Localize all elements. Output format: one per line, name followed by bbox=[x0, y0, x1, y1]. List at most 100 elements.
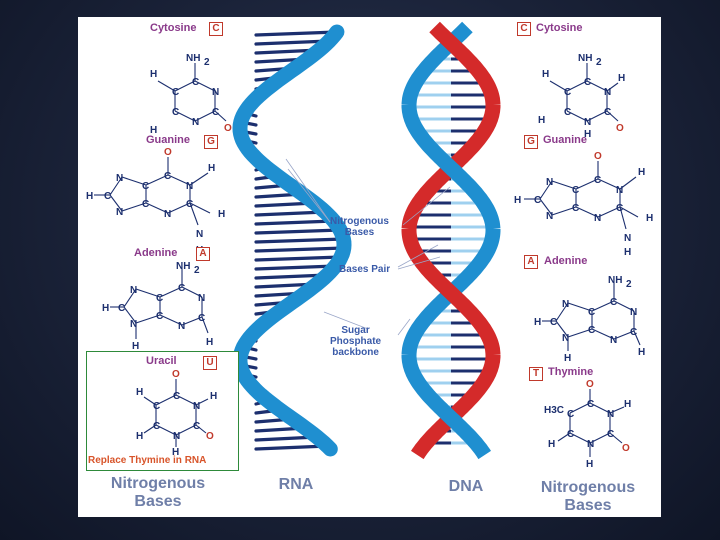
svg-text:C: C bbox=[192, 77, 199, 88]
svg-text:H: H bbox=[150, 125, 157, 136]
svg-text:C: C bbox=[198, 313, 205, 324]
callout-bases-pair: Bases Pair bbox=[339, 264, 391, 275]
svg-text:H: H bbox=[150, 69, 157, 80]
left-guanine-label: Guanine bbox=[146, 134, 191, 146]
svg-text:N: N bbox=[610, 335, 617, 346]
svg-text:C: C bbox=[212, 107, 219, 118]
svg-text:NH: NH bbox=[176, 261, 190, 272]
svg-text:C: C bbox=[153, 421, 160, 432]
svg-text:N: N bbox=[196, 229, 203, 240]
right-adenine-letter: A bbox=[524, 255, 538, 269]
svg-text:C: C bbox=[564, 87, 571, 98]
slide: Nitrogenous Bases Bases Pair Sugar Phosp… bbox=[78, 17, 661, 517]
svg-text:H: H bbox=[208, 163, 215, 174]
svg-text:O: O bbox=[224, 123, 232, 134]
svg-text:H: H bbox=[136, 387, 143, 398]
rna-base-rung bbox=[254, 264, 337, 271]
svg-text:H: H bbox=[548, 439, 555, 450]
svg-text:C: C bbox=[604, 107, 611, 118]
svg-text:C: C bbox=[594, 175, 601, 186]
svg-text:C: C bbox=[173, 391, 180, 402]
svg-text:H: H bbox=[624, 247, 631, 257]
left-cytosine-letter: C bbox=[209, 22, 223, 36]
svg-text:C: C bbox=[588, 325, 595, 336]
right-adenine-label: Adenine bbox=[544, 255, 588, 267]
svg-text:N: N bbox=[630, 307, 637, 318]
dna-red-strand bbox=[401, 229, 501, 356]
rna-base-rung bbox=[254, 228, 342, 235]
svg-text:H: H bbox=[102, 303, 109, 314]
svg-text:O: O bbox=[172, 369, 180, 380]
svg-text:H3C: H3C bbox=[544, 405, 564, 416]
right-guanine-letter: G bbox=[524, 135, 538, 149]
svg-text:H: H bbox=[618, 73, 625, 84]
uracil-highlight-box bbox=[86, 351, 239, 471]
svg-text:C: C bbox=[567, 429, 574, 440]
left-adenine-letter: A bbox=[196, 247, 210, 261]
svg-text:O: O bbox=[622, 443, 630, 454]
svg-text:NH: NH bbox=[578, 53, 592, 64]
callout-leader-line bbox=[397, 256, 441, 270]
callout-nitrogenous-bases: Nitrogenous Bases bbox=[330, 216, 389, 238]
svg-text:H: H bbox=[218, 209, 225, 220]
svg-text:C: C bbox=[142, 199, 149, 210]
helix-diagram bbox=[232, 21, 501, 460]
left-uracil-letter: U bbox=[203, 356, 217, 370]
svg-text:H: H bbox=[210, 391, 217, 402]
right-guanine-label: Guanine bbox=[543, 134, 588, 146]
rna-base-rung bbox=[254, 39, 331, 46]
svg-text:C: C bbox=[142, 181, 149, 192]
left-guanine-letter: G bbox=[204, 135, 218, 149]
replace-thymine-note: Replace Thymine in RNA bbox=[88, 455, 207, 466]
rna-base-rung bbox=[254, 210, 327, 217]
svg-text:N: N bbox=[186, 181, 193, 192]
svg-text:H: H bbox=[206, 337, 213, 348]
dna-blue-strand bbox=[401, 355, 491, 460]
svg-text:C: C bbox=[588, 307, 595, 318]
svg-text:H: H bbox=[534, 317, 541, 328]
svg-text:2: 2 bbox=[194, 265, 200, 276]
svg-text:H: H bbox=[638, 167, 645, 178]
svg-text:C: C bbox=[156, 293, 163, 304]
svg-text:N: N bbox=[587, 439, 594, 450]
bottom-label-left-nitrogenous-bases: Nitrogenous Bases bbox=[110, 475, 206, 510]
svg-text:N: N bbox=[164, 209, 171, 220]
svg-text:H: H bbox=[584, 129, 591, 137]
bottom-label-right-nitrogenous-bases: Nitrogenous Bases bbox=[540, 479, 636, 514]
svg-text:N: N bbox=[130, 285, 137, 296]
right-thymine-label: Thymine bbox=[548, 366, 594, 378]
svg-text:H: H bbox=[542, 69, 549, 80]
svg-text:C: C bbox=[118, 303, 125, 314]
callout-leader-line bbox=[323, 311, 369, 330]
svg-text:O: O bbox=[164, 147, 172, 158]
svg-text:H: H bbox=[136, 431, 143, 442]
right-cytosine-letter: C bbox=[517, 22, 531, 36]
callout-leader-line bbox=[285, 158, 331, 223]
svg-text:H: H bbox=[538, 115, 545, 126]
svg-text:N: N bbox=[192, 117, 199, 128]
svg-text:C: C bbox=[564, 107, 571, 118]
svg-text:C: C bbox=[164, 171, 171, 182]
svg-text:C: C bbox=[587, 399, 594, 410]
svg-text:H: H bbox=[624, 399, 631, 410]
svg-text:H: H bbox=[646, 213, 653, 224]
svg-text:N: N bbox=[116, 173, 123, 184]
bottom-label-dna: DNA bbox=[448, 478, 484, 495]
svg-text:N: N bbox=[546, 211, 553, 222]
svg-text:C: C bbox=[607, 429, 614, 440]
dna-red-strand bbox=[411, 355, 501, 460]
right-thymine-structure: C C N C N C O H3C H O H H bbox=[544, 379, 631, 470]
callout-backbone: Sugar Phosphate backbone bbox=[330, 325, 382, 358]
svg-text:N: N bbox=[562, 333, 569, 344]
svg-text:C: C bbox=[178, 283, 185, 294]
svg-text:N: N bbox=[624, 233, 631, 244]
rna-base-rung bbox=[254, 237, 346, 244]
svg-text:C: C bbox=[567, 409, 574, 420]
svg-text:C: C bbox=[572, 185, 579, 196]
left-adenine-label: Adenine bbox=[134, 247, 178, 259]
svg-text:N: N bbox=[562, 299, 569, 310]
svg-text:N: N bbox=[546, 177, 553, 188]
svg-text:C: C bbox=[610, 297, 617, 308]
